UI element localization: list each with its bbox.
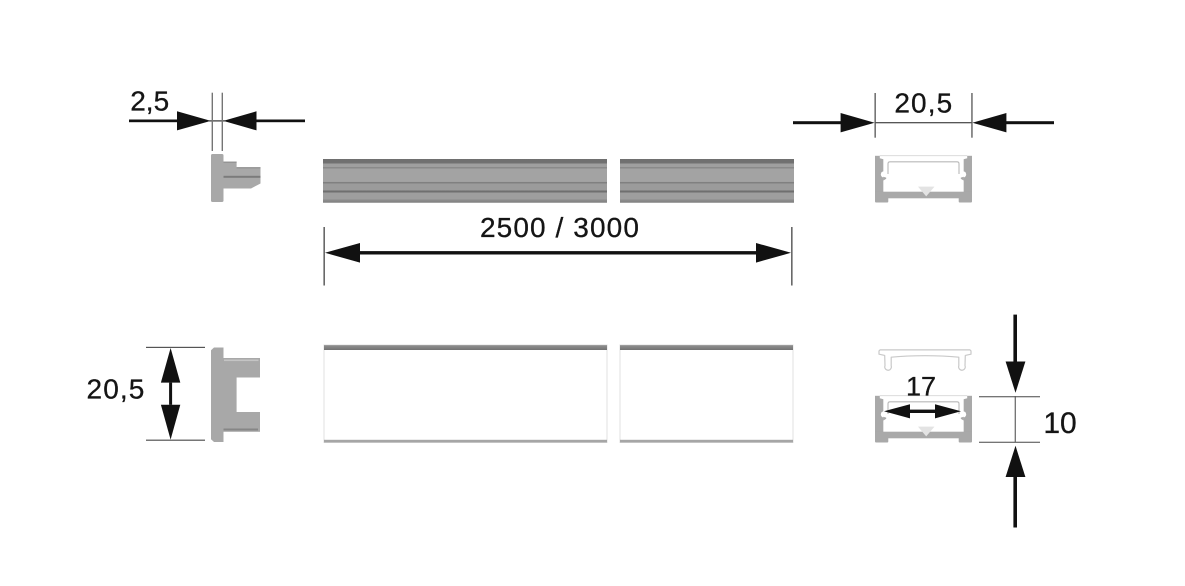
svg-text:2,5: 2,5 (130, 85, 169, 116)
svg-text:20,5: 20,5 (87, 374, 146, 405)
svg-text:2500 / 3000: 2500 / 3000 (480, 212, 640, 243)
svg-text:17: 17 (906, 372, 936, 402)
svg-text:10: 10 (1043, 407, 1076, 440)
svg-text:20,5: 20,5 (894, 87, 953, 118)
